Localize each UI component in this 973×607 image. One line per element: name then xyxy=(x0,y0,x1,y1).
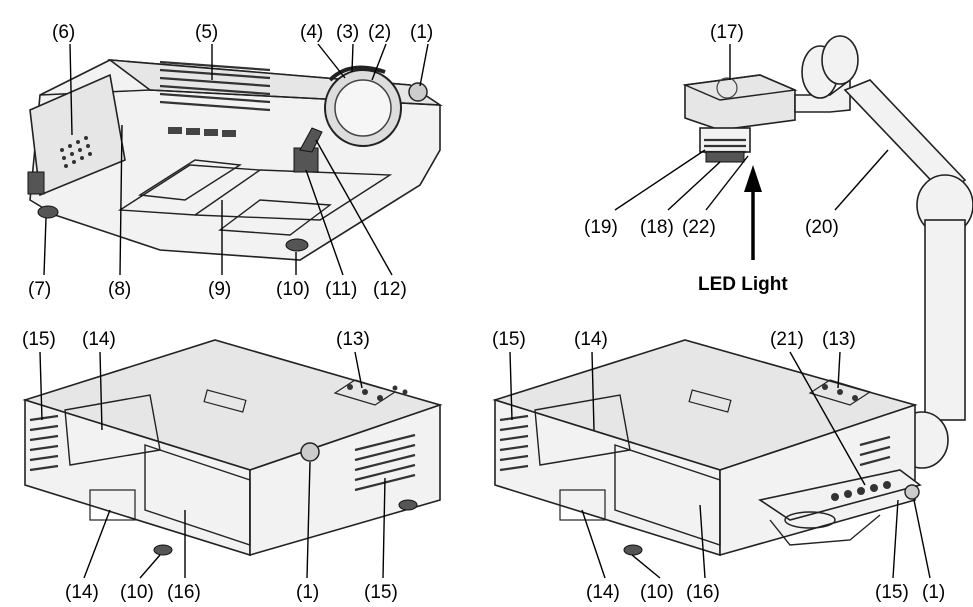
button-row xyxy=(168,127,236,137)
arm-lower-segment xyxy=(924,219,966,421)
callout-15-2: (15) xyxy=(492,329,526,350)
callout-14-2: (14) xyxy=(574,329,608,350)
projector-front-view xyxy=(22,339,443,557)
projector-underside-view xyxy=(27,58,443,261)
front-vent-2 xyxy=(859,435,891,467)
callout-15-2-lower: (15) xyxy=(875,582,909,603)
rear-foot xyxy=(37,205,59,219)
callout-2: (2) xyxy=(368,22,391,43)
ir-receiver xyxy=(408,82,428,102)
side-vent-2 xyxy=(499,414,529,472)
tilt-foot xyxy=(293,147,319,173)
callout-leaders-camera-front xyxy=(509,351,931,579)
speaker-grille xyxy=(60,136,92,168)
front-foot xyxy=(285,238,309,252)
control-panel xyxy=(333,379,408,406)
callout-13-2: (13) xyxy=(822,329,856,350)
callout-1-2: (1) xyxy=(922,582,945,603)
callout-10-front: (10) xyxy=(120,582,154,603)
power-inlet xyxy=(27,171,45,195)
camera-base-tray xyxy=(757,469,922,521)
vent-top xyxy=(159,60,271,112)
callout-12: (12) xyxy=(373,279,407,300)
callout-14-2-lower: (14) xyxy=(586,582,620,603)
led-arrow xyxy=(744,165,762,192)
callout-11: (11) xyxy=(325,279,357,300)
callout-13: (13) xyxy=(336,329,370,350)
callout-6: (6) xyxy=(52,22,75,43)
callout-leaders-front xyxy=(39,351,386,579)
callout-10: (10) xyxy=(276,279,310,300)
arm-upper-segment xyxy=(843,79,967,197)
tray-cup xyxy=(784,511,836,529)
callout-9: (9) xyxy=(208,279,231,300)
callout-7: (7) xyxy=(28,279,51,300)
callout-5: (5) xyxy=(195,22,218,43)
callout-leaders-camera xyxy=(614,44,889,211)
front-vent xyxy=(354,433,416,492)
callout-15: (15) xyxy=(22,329,56,350)
callout-14-lower: (14) xyxy=(65,582,99,603)
callout-22: (22) xyxy=(682,217,716,238)
callout-18: (18) xyxy=(640,217,674,238)
callout-10-2: (10) xyxy=(640,582,674,603)
callout-15-front: (15) xyxy=(364,582,398,603)
camera-buttons xyxy=(831,481,891,501)
callout-leaders-underside xyxy=(43,43,429,276)
callout-1-front: (1) xyxy=(296,582,319,603)
callout-16-2: (16) xyxy=(686,582,720,603)
camera-lens xyxy=(705,151,745,163)
callout-4: (4) xyxy=(300,22,323,43)
document-camera-view xyxy=(682,35,973,469)
callout-1: (1) xyxy=(410,22,433,43)
callout-19: (19) xyxy=(584,217,618,238)
projector-camera-front-view xyxy=(492,339,922,557)
callout-16: (16) xyxy=(167,582,201,603)
foot-front-left xyxy=(153,544,173,556)
callout-14: (14) xyxy=(82,329,116,350)
control-panel-2 xyxy=(808,379,872,406)
led-light-label: LED Light xyxy=(698,274,788,295)
callout-17: (17) xyxy=(710,22,744,43)
side-vent xyxy=(29,414,59,472)
release-lever xyxy=(299,127,323,153)
callout-3: (3) xyxy=(336,22,359,43)
ir-receiver-front xyxy=(300,442,320,462)
lens-assembly xyxy=(324,65,402,147)
callout-21: (21) xyxy=(770,329,804,350)
callout-20: (20) xyxy=(805,217,839,238)
callout-8: (8) xyxy=(108,279,131,300)
